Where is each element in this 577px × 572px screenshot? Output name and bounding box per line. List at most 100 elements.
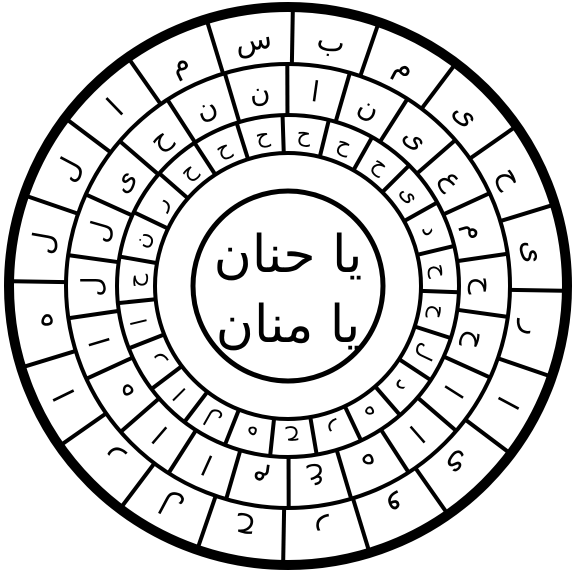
second-ring-letter: ى [103,162,143,198]
third-ring-letter: ا [127,316,153,328]
third-cell-divider [195,143,216,175]
outer-ring-letter: ر [313,513,334,550]
third-cell-divider [225,410,239,445]
third-ring-letter: ه [243,420,260,447]
outer-ring-letter: م [388,47,421,87]
outer-ring-letter: ل [25,229,63,257]
second-ring-letter: م [250,463,272,498]
third-cell-divider [320,120,329,157]
third-cell-divider [415,327,451,339]
second-ring-letter: ح [142,119,178,156]
third-cell-divider [353,137,372,170]
outer-ring-letter: ح [491,161,531,194]
outer-cell-divider [360,26,377,76]
outer-ring-letter: ر [92,441,129,477]
second-cell-divider [167,100,195,143]
outer-ring-letter: ا [490,391,525,415]
center-line-1: يا حنان [214,225,363,285]
outer-ring-letter: ا [48,383,83,406]
second-cell-divider [457,254,507,261]
second-cell-divider [68,255,119,262]
second-cell-divider [225,73,240,122]
center-line-2: يا منان [216,295,360,355]
second-cell-divider [86,358,132,379]
center-medallion: يا حنان يا منان [214,225,363,355]
third-cell-divider [237,123,248,159]
outer-ring-letter: ح [232,511,258,549]
third-cell-divider [118,299,156,303]
second-ring-letter: ا [403,419,431,449]
third-ring-letter: ن [129,228,158,251]
second-ring-letter: ن [247,74,272,110]
outer-cell-divider [500,206,551,221]
outer-cell-divider [123,463,155,505]
second-ring-letter: ا [309,75,321,109]
third-ring-letter: ح [367,151,394,180]
third-cell-divider [417,246,454,255]
outer-cell-divider [28,196,78,213]
third-ring-letter: ح [333,130,356,159]
third-cell-divider [283,115,284,153]
third-ring-letter: ح [175,157,203,186]
third-cell-divider [184,392,207,422]
third-cell-divider [345,406,361,440]
second-ring-letter: ا [197,448,218,481]
second-cell-divider [169,430,196,473]
second-ring-letter: ع [306,462,328,497]
second-ring-letter: ح [458,327,495,354]
third-cell-divider [421,291,459,292]
second-ring-letter: م [458,217,495,243]
third-ring-letter: ر [142,349,169,371]
third-ring-letter: ح [296,122,314,148]
outer-cell-divider [353,498,368,549]
second-ring-letter: ن [353,88,385,127]
second-cell-divider [68,311,118,318]
second-ring-letter: ع [434,164,471,196]
outer-cell-divider [470,128,513,158]
outer-cell-divider [198,496,215,546]
outer-cell-divider [510,290,563,291]
third-ring-letter: ر [147,191,174,214]
third-ring-letter: ح [426,262,452,279]
second-cell-divider [457,310,508,317]
second-cell-divider [226,450,240,499]
outer-ring-letter: ى [440,444,481,485]
third-cell-divider [399,359,431,380]
second-cell-divider [121,398,159,432]
second-cell-divider [86,194,132,215]
second-ring-letter: ل [75,276,108,296]
outer-cell-divider [292,11,293,64]
second-ring-letter: ن [190,89,222,128]
outer-ring-letter: ى [446,93,487,134]
third-ring-letter: د [416,221,443,239]
outer-ring-letter: ا [101,92,131,123]
third-ring-letter: ل [200,404,226,434]
outer-cell-divider [63,413,106,443]
second-ring-letter: ا [83,333,117,350]
third-ring-letter: ح [285,425,301,450]
third-cell-divider [134,212,168,228]
outer-cell-divider [465,420,507,452]
outer-ring-letter: و [383,489,413,528]
outer-cell-divider [415,468,445,511]
third-ring-letter: ل [410,339,439,364]
third-ring-letter: ر [325,417,344,444]
second-cell-divider [418,398,457,431]
outer-cell-divider [498,358,548,375]
outer-cell-divider [13,281,66,282]
third-cell-divider [270,418,274,456]
third-ring-letter: ح [123,272,149,288]
outer-ring-letter: ى [515,237,553,265]
third-ring-letter: ه [359,400,382,427]
outer-cell-divider [68,121,110,153]
second-cell-divider [443,193,489,214]
second-cell-divider [444,357,490,378]
third-ring-letter: ى [394,180,424,209]
third-cell-divider [310,417,316,454]
outer-cell-divider [130,61,160,104]
third-cell-divider [129,335,164,349]
third-cell-divider [120,257,157,264]
outer-cell-divider [25,351,76,366]
third-ring-letter: ا [169,382,191,404]
